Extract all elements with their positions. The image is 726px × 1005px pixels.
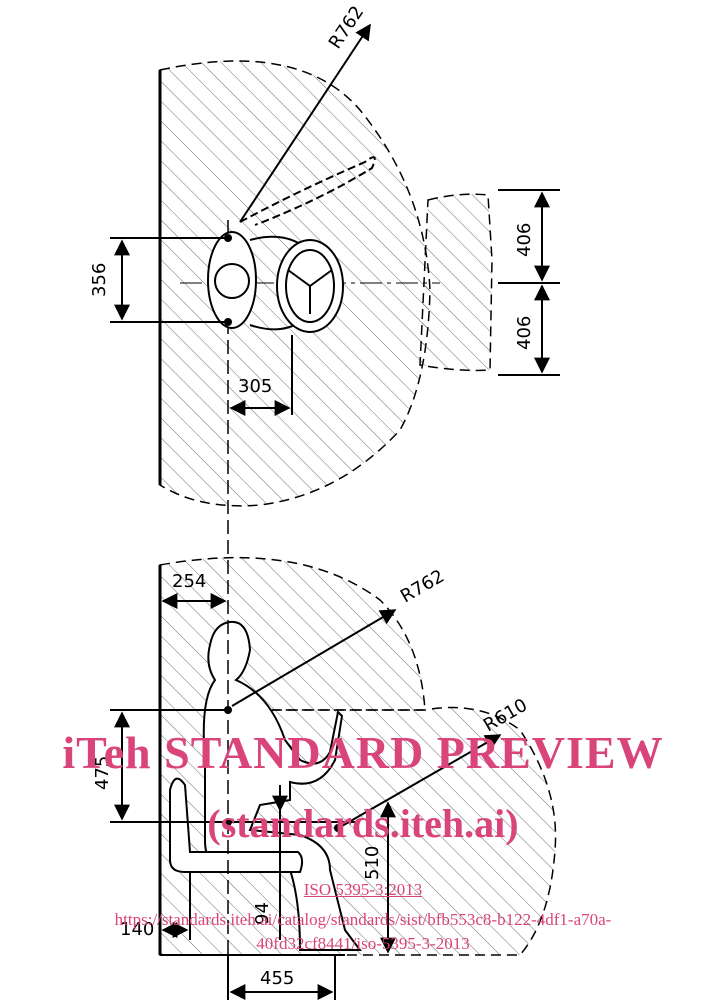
watermark-url-line-2[interactable]: 40fd32cf8441/iso-5395-3-2013 bbox=[256, 934, 470, 953]
watermark-standard-link[interactable]: ISO 5395-3:2013 bbox=[303, 880, 423, 899]
watermark-subtitle: (standards.iteh.ai) bbox=[207, 801, 519, 846]
side-view: 254 R762 R610 475 94 510 140 455 bbox=[92, 556, 557, 1000]
side-shoulder-radius-label: R762 bbox=[397, 566, 448, 608]
top-side-zone bbox=[419, 193, 493, 372]
side-knee-point bbox=[334, 824, 342, 832]
side-reach-label: 455 bbox=[260, 968, 294, 989]
side-setback-label: 254 bbox=[172, 571, 206, 592]
operator-side-figure bbox=[169, 620, 362, 951]
top-lower-label: 406 bbox=[514, 316, 535, 350]
side-knee-radius-leader bbox=[341, 734, 502, 827]
top-radius-label: R762 bbox=[325, 2, 369, 53]
side-heel-label: 140 bbox=[120, 919, 154, 940]
side-height-label: 475 bbox=[92, 756, 113, 790]
side-seat-label: 94 bbox=[252, 902, 273, 925]
top-upper-label: 406 bbox=[514, 223, 535, 257]
top-view: R762 356 305 406 406 bbox=[89, 2, 560, 560]
operator-top-figure bbox=[207, 156, 376, 333]
top-offset-label: 305 bbox=[238, 376, 272, 397]
watermark-title: iTeh STANDARD PREVIEW bbox=[62, 727, 664, 778]
top-width-label: 356 bbox=[89, 263, 110, 297]
side-knee-height-label: 510 bbox=[362, 846, 383, 880]
side-shoulder-radius-leader bbox=[231, 609, 397, 707]
watermark-url-line-1[interactable]: https://standards.iteh.ai/catalog/standa… bbox=[114, 910, 612, 929]
top-radius-leader bbox=[239, 23, 371, 223]
